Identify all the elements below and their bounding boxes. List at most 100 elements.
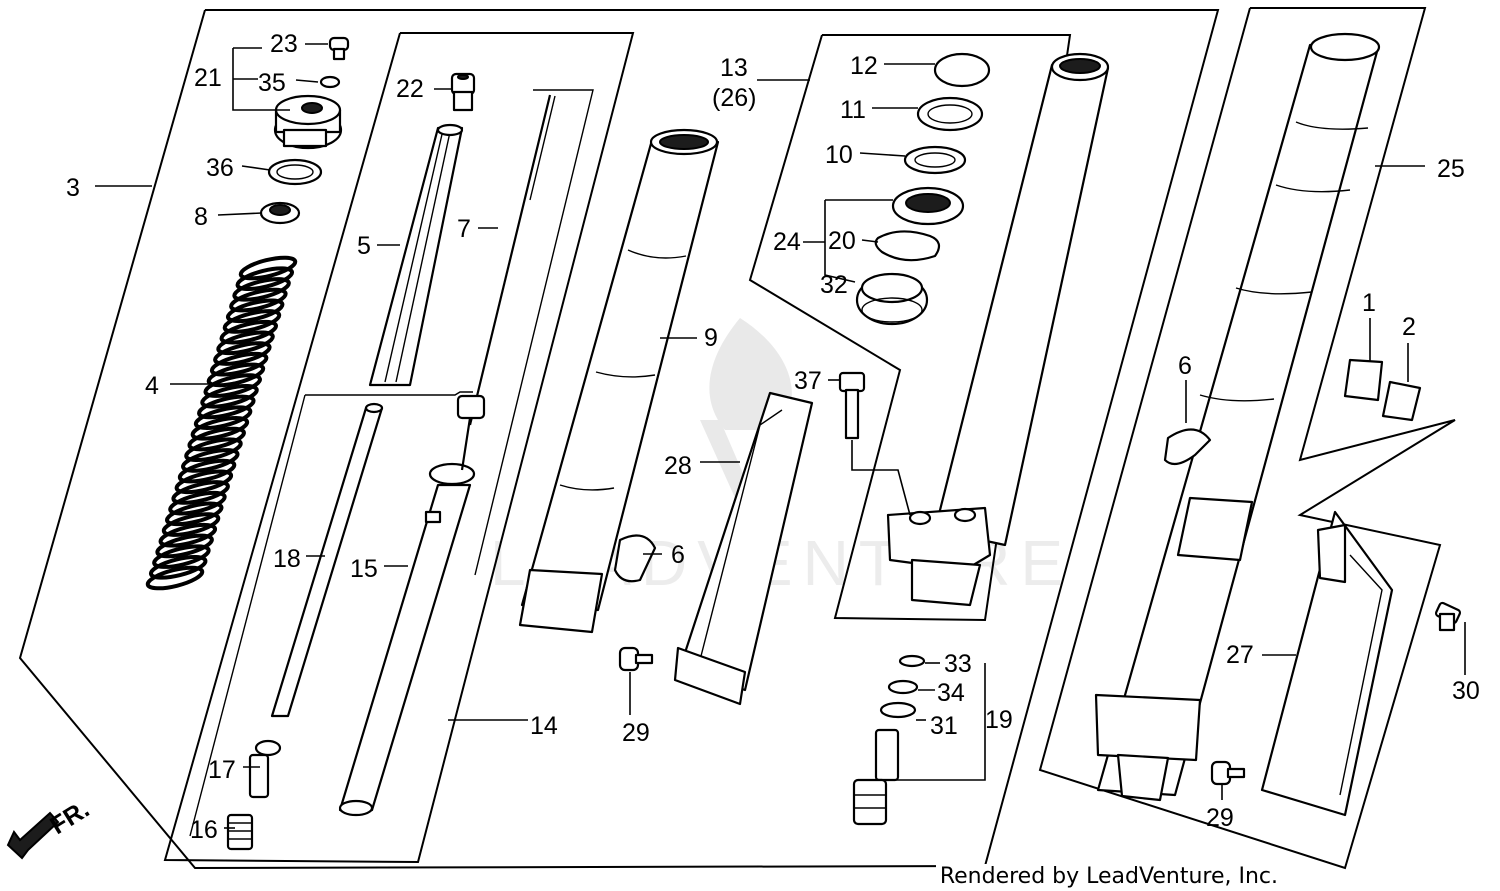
callout-25: 25 <box>1437 155 1465 183</box>
part-4-fork-spring <box>145 255 298 591</box>
spring-coil <box>235 266 295 291</box>
front-label: FR. <box>45 795 94 840</box>
part-24-oil-seal <box>891 186 965 226</box>
part-28-fork-guard <box>673 391 814 706</box>
assembly-14-frame <box>163 32 635 864</box>
spring-coil <box>222 309 282 334</box>
spring-coil <box>209 351 269 377</box>
callout-28: 28 <box>664 452 692 480</box>
part-29-bolt-right <box>1210 760 1246 786</box>
callout-10: 10 <box>825 141 853 169</box>
part-17-valve <box>248 739 282 799</box>
callout-6-right: 6 <box>1178 352 1192 380</box>
callout-37: 37 <box>794 367 822 395</box>
part-33-washer <box>898 654 926 668</box>
part-2-clamp <box>1381 380 1422 422</box>
front-direction-arrow-icon: FR. <box>6 795 94 860</box>
spring-coil <box>184 437 243 463</box>
callout-29-right: 29 <box>1206 804 1234 832</box>
leader-lines <box>95 43 1466 829</box>
part-15-cartridge <box>338 483 472 817</box>
part-36-o-ring <box>267 158 323 186</box>
callout-11: 11 <box>840 96 866 124</box>
callout-24: 24 <box>773 228 801 256</box>
callout-14: 14 <box>530 712 558 740</box>
spring-coil <box>155 533 214 559</box>
callout-8: 8 <box>194 203 208 231</box>
part-11-bushing <box>916 96 984 132</box>
part-1-clamp <box>1343 358 1384 402</box>
spring-coil <box>187 426 246 452</box>
callout-16: 16 <box>190 816 218 844</box>
spring-coil <box>177 458 237 484</box>
part-12-bushing <box>933 52 991 88</box>
assembly-13-frame <box>748 34 1072 622</box>
callout-15: 15 <box>350 555 378 583</box>
callout-5: 5 <box>357 232 371 260</box>
spring-coil <box>190 416 250 441</box>
callout-2: 2 <box>1402 313 1416 341</box>
callout-12: 12 <box>850 52 878 80</box>
assembly-25-frame <box>1038 7 1456 870</box>
callout-36: 36 <box>206 154 234 182</box>
callout-35: 35 <box>258 69 286 97</box>
callout-18: 18 <box>273 545 301 573</box>
callout-20: 20 <box>828 227 856 255</box>
callout-26: (26) <box>712 84 756 112</box>
sub-frame-18-left <box>189 394 306 837</box>
callout-31: 31 <box>930 712 958 740</box>
spring-coil <box>145 565 205 591</box>
callout-27: 27 <box>1226 641 1254 669</box>
callout-6-left: 6 <box>671 541 685 569</box>
callout-4: 4 <box>145 372 159 400</box>
spring-coil <box>229 287 288 313</box>
spring-coil <box>174 469 234 495</box>
callout-13: 13 <box>720 54 748 82</box>
spring-coil <box>206 362 266 388</box>
spring-coil <box>181 448 240 473</box>
callout-22: 22 <box>396 75 424 103</box>
callout-17: 17 <box>208 756 236 784</box>
part-29-bolt-left <box>618 646 654 672</box>
callout-9: 9 <box>704 324 718 352</box>
part-18-rod <box>270 402 384 718</box>
spring-coil <box>232 277 291 302</box>
spring-coil <box>193 405 253 430</box>
part-20-clip <box>874 230 941 262</box>
callout-labels: 23 21 35 36 8 3 4 22 5 7 18 15 17 16 14 … <box>66 30 1480 844</box>
part-19-center-bolt <box>852 728 900 826</box>
spring-coil <box>161 512 221 537</box>
part-30-bolt <box>1434 601 1462 632</box>
part-23-bolt <box>328 36 350 61</box>
callout-7: 7 <box>457 215 471 243</box>
spring-coil <box>165 501 224 527</box>
part-13-outer-slider <box>886 52 1110 607</box>
assembly-7-frame <box>474 89 594 576</box>
part-8-seat <box>259 201 301 225</box>
callout-34: 34 <box>937 679 965 707</box>
assembly-3-frame <box>18 9 1220 870</box>
spring-coil <box>158 522 218 548</box>
part-6-bushing-right <box>1163 428 1212 466</box>
sub-frame-18-15 <box>305 391 473 396</box>
callout-32: 32 <box>820 271 848 299</box>
callout-1: 1 <box>1362 289 1376 317</box>
part-37-bolt <box>838 371 866 440</box>
spring-coil <box>203 373 262 398</box>
part-32-dust-seal <box>855 272 929 326</box>
part-6-bushing-left <box>613 534 657 583</box>
part-27-fork-guard <box>1260 510 1394 817</box>
callout-19: 19 <box>985 706 1013 734</box>
spring-coil <box>171 480 230 505</box>
spring-coil <box>219 319 278 345</box>
callout-3: 3 <box>66 174 80 202</box>
spring-coil <box>225 298 285 324</box>
spring-coil <box>197 394 256 420</box>
spring-coil <box>152 544 211 569</box>
part-9-inner-fork-tube <box>518 128 720 634</box>
spring-coil <box>216 330 275 356</box>
part-22-adjuster <box>450 72 476 112</box>
callout-21: 21 <box>194 64 222 92</box>
spring-coil <box>168 490 227 516</box>
